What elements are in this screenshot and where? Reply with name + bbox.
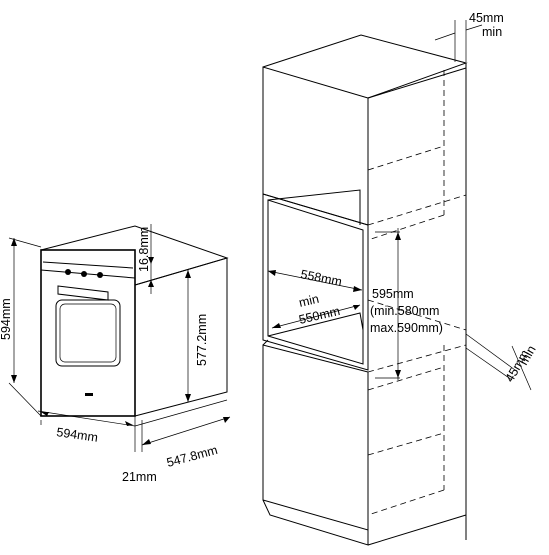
niche-depth-label: 558mm — [299, 267, 343, 289]
top-gap-min-label: min — [482, 25, 502, 39]
knob-icon — [65, 269, 71, 275]
niche-height-label: 595mm — [372, 287, 414, 301]
oven-width-label: 594mm — [56, 425, 99, 445]
oven-side — [134, 257, 228, 417]
oven-depth-label: 547.8mm — [165, 443, 219, 470]
knob-icon — [97, 272, 103, 278]
cabinet-dimensions — [267, 20, 532, 391]
knob-icon — [81, 271, 87, 277]
niche-width-min-label: min — [298, 292, 321, 310]
oven-window — [55, 299, 121, 367]
cabinet-drawing — [262, 34, 468, 546]
panel-height-label: 16.8mm — [137, 227, 151, 272]
oven-front — [40, 249, 136, 417]
cabinet-upper-front — [262, 66, 369, 226]
cabinet-lower-front — [262, 344, 369, 531]
niche-front-frame — [262, 193, 369, 371]
brand-badge — [85, 393, 93, 396]
niche-height-max-label: max.590mm) — [370, 321, 443, 335]
oven-drawing — [40, 225, 229, 417]
niche-height-min-label: (min.580mm — [370, 304, 439, 318]
oven-top — [40, 225, 229, 286]
top-gap-label: 45mm — [469, 11, 504, 25]
oven-body-height-label: 577.2mm — [195, 314, 209, 366]
oven-handle — [57, 285, 109, 301]
oven-dimensions — [8, 224, 231, 452]
door-offset-label: 21mm — [122, 470, 157, 484]
oven-height-label: 594mm — [0, 298, 13, 340]
